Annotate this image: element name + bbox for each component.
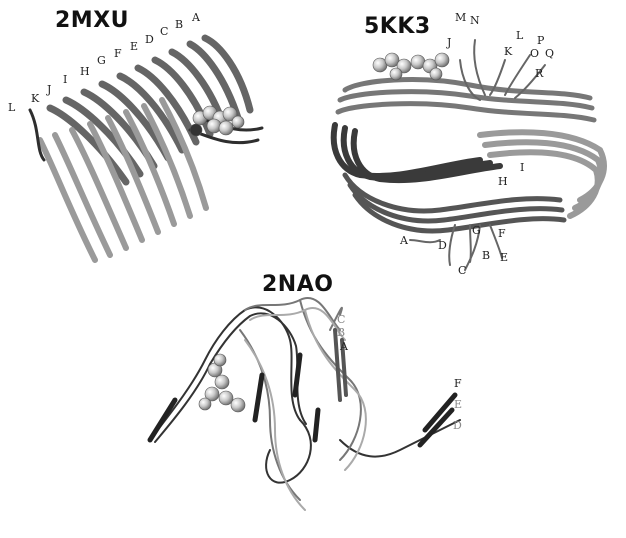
chain-label: I	[520, 162, 524, 173]
chain-label: C	[337, 314, 345, 325]
chain-label: F	[454, 378, 462, 389]
chain-label: J	[447, 37, 451, 48]
chain-label: I	[63, 74, 67, 85]
chain-label: B	[337, 327, 345, 338]
chain-label: P	[537, 35, 544, 46]
fibril-5kk3-ribbons	[334, 40, 604, 270]
chain-label: L	[516, 30, 523, 41]
chain-label: K	[504, 46, 512, 57]
nao-ligand-spheres	[199, 354, 245, 412]
chain-label: O	[530, 48, 539, 59]
chain-label: J	[47, 84, 51, 95]
chain-label: M	[455, 12, 466, 23]
chain-label: L	[8, 102, 15, 113]
kk3-ligand-spheres	[373, 53, 449, 80]
chain-label: D	[145, 34, 154, 45]
chain-label: F	[114, 48, 122, 59]
chain-label: G	[472, 225, 481, 236]
chain-label: G	[97, 55, 106, 66]
mxu-strand-stack	[30, 38, 262, 260]
chain-label: R	[535, 68, 543, 79]
chain-label: A	[340, 341, 348, 352]
chain-label: F	[498, 228, 506, 239]
chain-label: B	[482, 250, 490, 261]
chain-label: H	[80, 66, 90, 77]
chain-label: C	[160, 26, 168, 37]
chain-label: E	[130, 41, 138, 52]
chain-label: B	[175, 19, 183, 30]
chain-label: E	[454, 399, 462, 410]
panel-title-2nao: 2NAO	[262, 272, 333, 297]
chain-label: K	[31, 93, 39, 104]
panel-title-5kk3: 5KK3	[364, 14, 431, 39]
fibril-2nao-ribbons	[150, 298, 460, 510]
chain-label: H	[498, 176, 508, 187]
chain-label: D	[438, 240, 447, 251]
chain-label: N	[470, 15, 480, 26]
chain-label: C	[458, 265, 466, 276]
chain-label: A	[192, 12, 200, 23]
chain-label: D	[453, 420, 462, 431]
chain-label: Q	[545, 48, 554, 59]
chain-label: E	[500, 252, 508, 263]
chain-label: A	[400, 235, 408, 246]
